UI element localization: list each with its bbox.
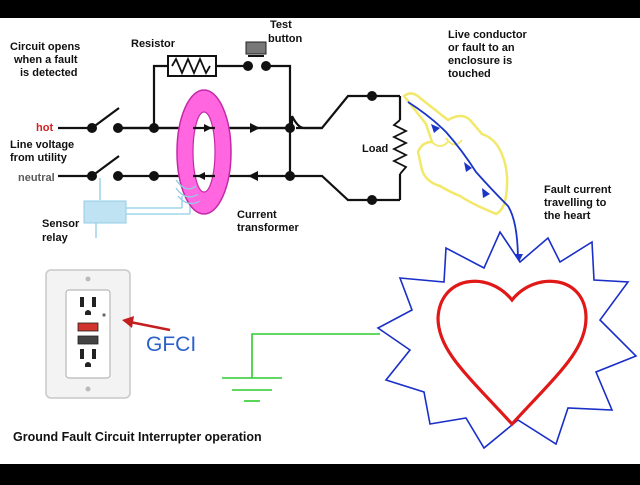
- heart-icon: [436, 279, 588, 427]
- resistor-body: [167, 55, 217, 77]
- ground-symbol-icon: [222, 377, 282, 402]
- gfci-label: GFCI: [146, 333, 196, 356]
- hot-direction-arrow: [250, 123, 260, 133]
- load-label: Load: [362, 143, 388, 155]
- load-resistor-symbol: [391, 119, 409, 175]
- test-button-label: Test button: [268, 19, 302, 45]
- sensor-leads: [99, 178, 190, 215]
- gfci-outlet-icon: [45, 269, 131, 399]
- resistor-zigzag: [171, 56, 211, 76]
- fault-current-label: Fault current travelling to the heart: [544, 184, 614, 222]
- hand-icon: [402, 92, 509, 216]
- ground-wire: [251, 333, 380, 378]
- test-button: [245, 41, 267, 55]
- test-circuit-wire: [152, 64, 292, 176]
- hot-switch-blade: [91, 107, 120, 129]
- junction-dots: [87, 61, 377, 205]
- neutral-switch-blade: [91, 155, 120, 177]
- sensor-relay-label: Sensor relay: [42, 218, 82, 244]
- hot-arrow-in-core: [204, 124, 212, 132]
- live-conductor-label: Live conductor or fault to an enclosure …: [448, 29, 530, 80]
- sensor-relay-box: [83, 200, 127, 224]
- neutral-label: neutral: [18, 172, 55, 184]
- current-transformer-label: Current transformer: [237, 209, 299, 234]
- neutral-arrow-in-core: [197, 172, 205, 180]
- gfci-pointer-arrowhead: [122, 316, 134, 328]
- current-transformer-hole: [192, 111, 216, 193]
- current-transformer-coil: [175, 179, 201, 205]
- resistor-label: Resistor: [131, 38, 176, 50]
- neutral-direction-arrow: [248, 171, 258, 181]
- circuit-opens-label: Circuit opens when a fault is detected: [10, 41, 83, 79]
- diagram-caption: Ground Fault Circuit Interrupter operati…: [13, 430, 262, 444]
- hot-label: hot: [36, 122, 53, 134]
- gfci-pointer-line: [129, 320, 171, 332]
- fault-current-path: [407, 101, 519, 263]
- line-voltage-label: Line voltage from utility: [10, 139, 77, 164]
